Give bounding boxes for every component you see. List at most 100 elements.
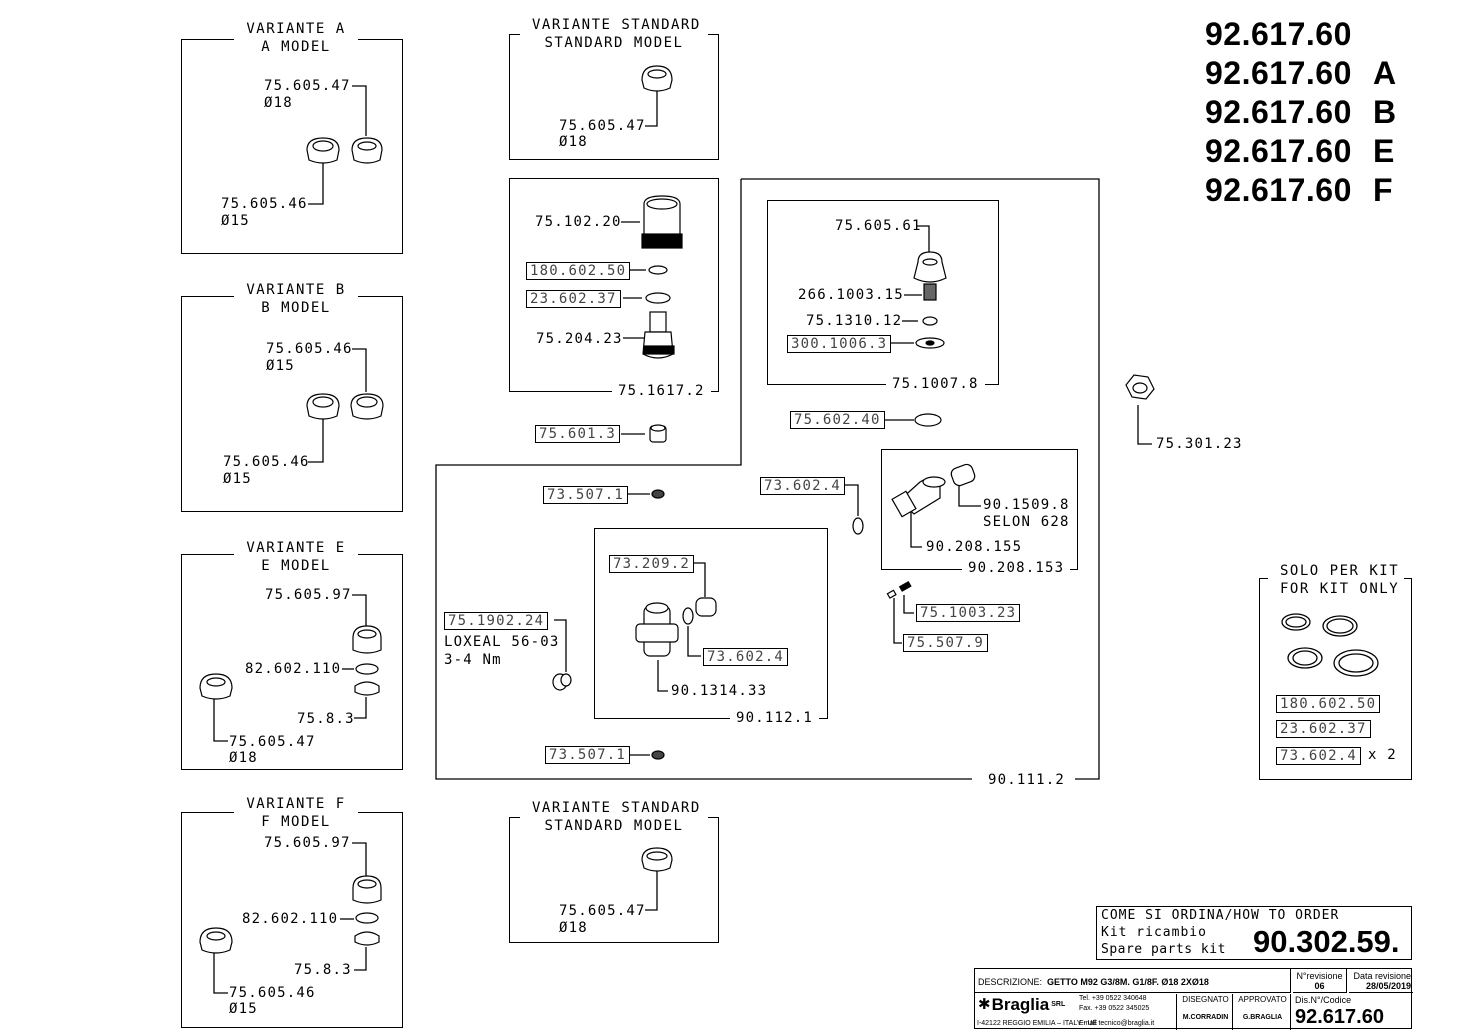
- quantity-note: x 2: [1368, 747, 1397, 763]
- description-label: DESCRIZIONE:: [978, 977, 1043, 987]
- revision-label: N°revisione: [1296, 971, 1343, 981]
- group-code: 90.208.153: [962, 560, 1071, 576]
- braglia-logo-icon: ✱: [978, 996, 991, 1013]
- part-label: 75.605.47: [559, 903, 646, 919]
- kit-part-label: 300.1006.3: [787, 335, 892, 353]
- kit-part-label: 75.507.9: [903, 634, 989, 652]
- fax: Fax. +39 0522 345025: [1079, 1005, 1150, 1012]
- kit-part-label: 75.602.40: [790, 411, 885, 429]
- standard-top-frame: [509, 34, 719, 160]
- group-code: 90.111.2: [988, 772, 1066, 788]
- part-label: 75.605.46: [266, 341, 353, 357]
- kit-part-label: 73.507.1: [545, 746, 631, 764]
- diameter-label: Ø15: [229, 1001, 258, 1017]
- group-code: 75.1007.8: [886, 376, 985, 392]
- part-label: 75.605.47: [264, 78, 351, 94]
- kit-part-label: 73.602.4: [1276, 747, 1362, 765]
- description-value: GETTO M92 G3/8M. G1/8F. Ø18 2XØ18: [1047, 977, 1209, 987]
- kit-part-label: 180.602.50: [526, 262, 631, 280]
- approved-label: APPROVATO: [1238, 995, 1287, 1004]
- drawn-label: DISEGNATO: [1182, 995, 1229, 1004]
- part-label: 75.605.47: [559, 118, 646, 134]
- order-heading: COME SI ORDINA/HOW TO ORDER: [1101, 908, 1340, 923]
- brand-name: Braglia: [991, 995, 1050, 1014]
- part-label: 82.602.110: [242, 911, 339, 927]
- kit-part-label: 180.602.50: [1276, 695, 1381, 713]
- kit-part-label: 75.601.3: [535, 425, 621, 443]
- group-code: 75.1617.2: [612, 383, 711, 399]
- part-label: 75.605.46: [223, 454, 310, 470]
- title-block: DESCRIZIONE: GETTO M92 G3/8M. G1/8F. Ø18…: [974, 968, 1413, 1030]
- part-note: 3-4 Nm: [444, 652, 502, 668]
- group-1007-frame: [767, 200, 999, 385]
- part-note: SELON 628: [983, 514, 1070, 530]
- date-label: Data revisione: [1353, 971, 1411, 981]
- kit-part-label: 23.602.37: [526, 290, 621, 308]
- order-line-2: Spare parts kit: [1101, 942, 1226, 957]
- order-box: COME SI ORDINA/HOW TO ORDER Kit ricambio…: [1096, 906, 1412, 960]
- diameter-label: Ø18: [229, 750, 258, 766]
- part-label: 75.8.3: [297, 711, 355, 727]
- part-label: 75.605.46: [221, 196, 308, 212]
- diameter-label: Ø18: [559, 920, 588, 936]
- address: I-42122 REGGIO EMILIA – ITALY - UE: [977, 1020, 1098, 1027]
- part-label: 90.1509.8: [983, 497, 1070, 513]
- part-label: 75.8.3: [294, 962, 352, 978]
- part-label: 75.605.47: [229, 734, 316, 750]
- part-label: 266.1003.15: [798, 287, 904, 303]
- part-label: 75.102.20: [535, 214, 622, 230]
- order-line-1: Kit ricambio: [1101, 925, 1207, 940]
- contact-block: Tel. +39 0522 340648 Fax. +39 0522 34502…: [1079, 995, 1149, 1013]
- variant-b-frame: [181, 296, 403, 512]
- kit-part-label: 75.1902.24: [444, 612, 549, 630]
- part-label: 82.602.110: [245, 661, 342, 677]
- revision-value: 06: [1314, 981, 1325, 991]
- email: Email tecnico@braglia.it: [1079, 1020, 1155, 1027]
- part-label: 75.204.23: [536, 331, 623, 347]
- drawing-code: 92.617.60: [1295, 1006, 1384, 1028]
- kit-part-label: 73.602.4: [760, 477, 846, 495]
- group-112-frame: [594, 528, 828, 719]
- drawn-by: M.CORRADIN: [1182, 1014, 1229, 1021]
- phone: Tel. +39 0522 340648: [1079, 995, 1147, 1002]
- variant-a-frame: [181, 39, 403, 254]
- approved-by: G.BRAGLIA: [1242, 1014, 1283, 1021]
- kit-part-label: 73.602.4: [703, 648, 789, 666]
- part-label: 75.605.46: [229, 985, 316, 1001]
- diameter-label: Ø18: [264, 95, 293, 111]
- part-label: 75.301.23: [1156, 436, 1243, 452]
- part-label: 75.605.97: [264, 835, 351, 851]
- part-label: 75.1310.12: [806, 313, 903, 329]
- part-label: 75.605.97: [265, 587, 352, 603]
- code-label: Dis.N°/Codice: [1295, 995, 1352, 1005]
- diameter-label: Ø15: [223, 471, 252, 487]
- part-label: 90.1314.33: [671, 683, 768, 699]
- part-label: 75.605.61: [835, 218, 922, 234]
- kit-part-label: 23.602.37: [1276, 720, 1371, 738]
- part-note: LOXEAL 56-03: [444, 634, 560, 650]
- group-1617-frame: [509, 178, 719, 392]
- code-line: 92.617.60: [1205, 16, 1352, 52]
- kit-part-label: 73.209.2: [609, 555, 695, 573]
- kit-part-label: 75.1003.23: [916, 604, 1021, 622]
- diameter-label: Ø15: [266, 358, 295, 374]
- date-value: 28/05/2019: [1365, 981, 1411, 991]
- kit-code: 90.302.59.: [1253, 924, 1400, 959]
- brand-suffix: SRL: [1051, 1001, 1066, 1008]
- part-label: 90.208.155: [926, 539, 1023, 555]
- kit-part-label: 73.507.1: [543, 486, 629, 504]
- group-code: 90.112.1: [730, 710, 820, 726]
- diameter-label: Ø15: [221, 213, 250, 229]
